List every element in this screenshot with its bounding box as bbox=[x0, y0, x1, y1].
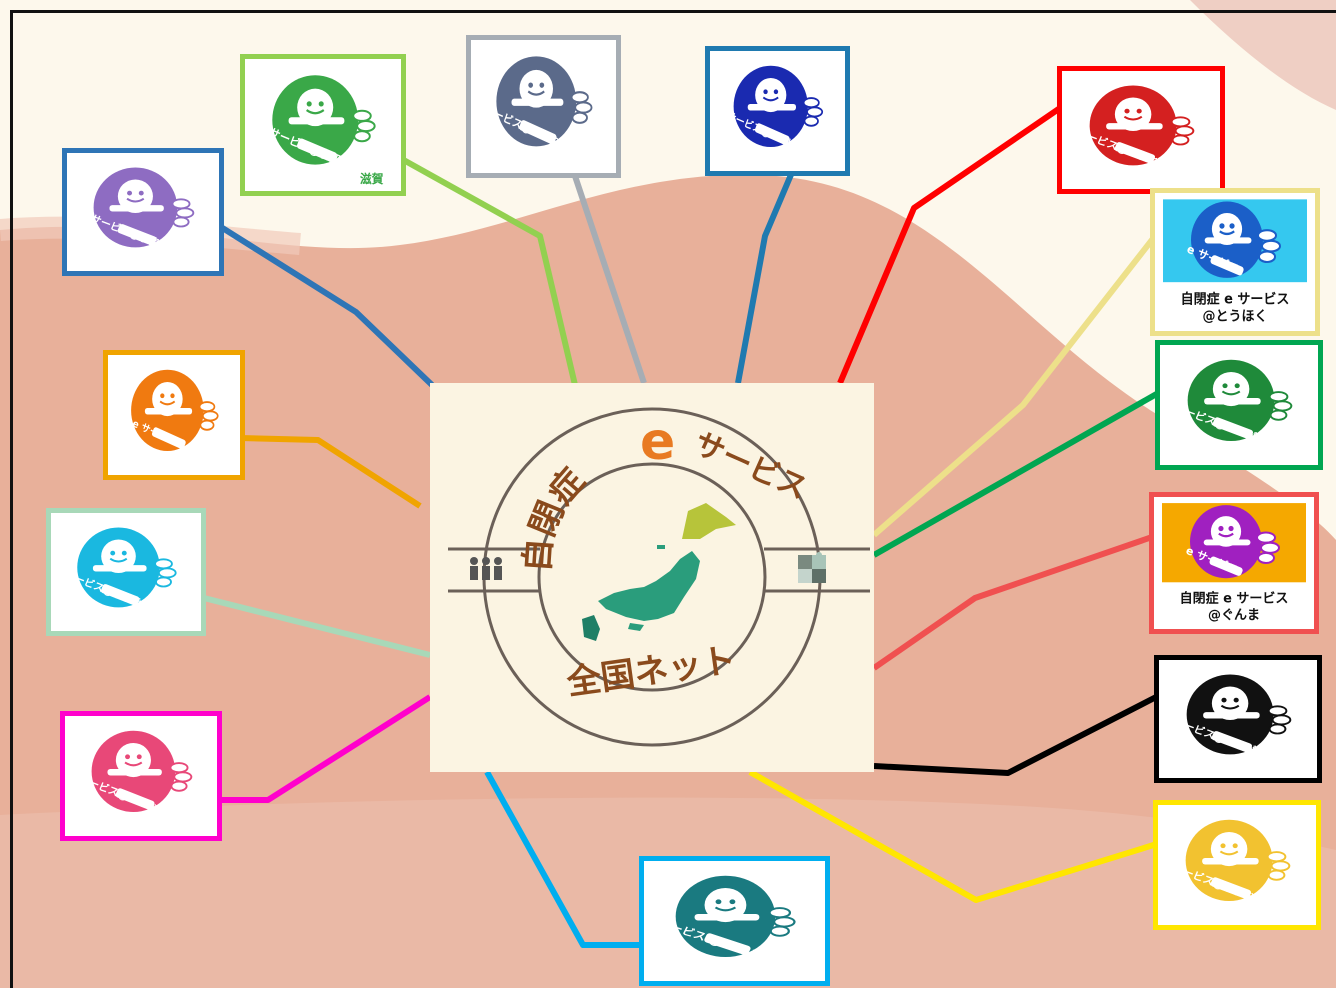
hub-subtitle: 全国ネット bbox=[563, 640, 738, 703]
connector-doutou bbox=[837, 103, 1065, 385]
yamaguchi-logo: e サービス@やまぐち bbox=[53, 527, 177, 614]
kyoto-shiga-label2: 滋賀 bbox=[360, 171, 383, 186]
node-shizuoka[interactable]: e サービス@しずおか bbox=[1153, 800, 1321, 930]
node-doutou[interactable]: e サービス@どうとう bbox=[1057, 66, 1225, 194]
gunma-caption2: @ぐんま bbox=[1208, 607, 1260, 623]
fukui-logo: e サービス@ふくい bbox=[716, 65, 824, 152]
connector-wakayama bbox=[570, 169, 647, 384]
shizuoka-logo: e サービス@しずおか bbox=[1160, 819, 1291, 907]
kanagawa-logo: e サービス@かながわ bbox=[1161, 674, 1292, 760]
wakayama-logo: e サービス@わかやま bbox=[473, 56, 593, 153]
gunma-caption: 自閉症 e サービス bbox=[1180, 590, 1289, 607]
hub-title-right: サービス bbox=[689, 426, 813, 507]
hub-title-left: 自閉症 bbox=[518, 461, 593, 574]
hub-logo: 自閉症 e サービス 全国ネット bbox=[430, 383, 874, 772]
oita-logo: e サービス @おおいた bbox=[645, 875, 796, 964]
connector-yamaguchi bbox=[199, 594, 431, 658]
node-yamaguchi[interactable]: e サービス@やまぐち bbox=[46, 508, 206, 636]
node-niigata[interactable]: e サービス@にいがた bbox=[1155, 340, 1323, 470]
hub-title-e: e bbox=[640, 412, 675, 472]
people-icon bbox=[470, 557, 502, 580]
node-wakayama[interactable]: e サービス@わかやま bbox=[466, 35, 621, 178]
connector-touhoku bbox=[872, 234, 1158, 538]
generic-logo: e サービス bbox=[131, 369, 219, 451]
node-touhoku[interactable]: e サービス自閉症 e サービス@とうほく bbox=[1150, 188, 1320, 336]
connector-okinawa bbox=[216, 694, 432, 803]
node-okinawa[interactable]: e サービス@おきなわ bbox=[60, 711, 222, 841]
node-gunma[interactable]: e サービス自閉症 e サービス@ぐんま bbox=[1149, 492, 1319, 634]
node-kanagawa[interactable]: e サービス@かながわ bbox=[1154, 655, 1322, 783]
node-oita[interactable]: e サービス @おおいた bbox=[639, 856, 830, 986]
connector-kyoto-shiga bbox=[398, 155, 578, 386]
doutou-logo: e サービス@どうとう bbox=[1064, 85, 1195, 171]
nara-logo: e サービス@奈良 bbox=[79, 167, 195, 250]
node-fukui[interactable]: e サービス@ふくい bbox=[705, 46, 850, 176]
connector-fukui bbox=[735, 168, 796, 384]
japan-map bbox=[582, 503, 736, 641]
niigata-logo: e サービス@にいがた bbox=[1162, 359, 1293, 447]
okinawa-logo: e サービス@おきなわ bbox=[67, 730, 193, 818]
connector-shizuoka bbox=[748, 769, 1161, 903]
connector-oita bbox=[484, 770, 645, 948]
connector-niigata bbox=[872, 389, 1162, 558]
svg-text:自閉症: 自閉症 bbox=[518, 461, 593, 574]
connector-generic bbox=[239, 435, 422, 509]
node-nara[interactable]: e サービス@奈良 bbox=[62, 148, 224, 276]
connector-nara bbox=[211, 219, 435, 388]
node-kyoto-shiga[interactable]: e サービス@京都滋賀 bbox=[240, 54, 406, 196]
touhoku-caption2: @とうほく bbox=[1203, 308, 1268, 324]
touhoku-caption: 自閉症 e サービス bbox=[1181, 290, 1290, 307]
node-eservice[interactable]: e サービス bbox=[103, 350, 245, 480]
hub-inner-ring bbox=[537, 462, 767, 692]
connector-kanagawa bbox=[873, 692, 1162, 776]
connector-gunma bbox=[872, 533, 1156, 671]
puzzle-icon bbox=[798, 552, 826, 583]
